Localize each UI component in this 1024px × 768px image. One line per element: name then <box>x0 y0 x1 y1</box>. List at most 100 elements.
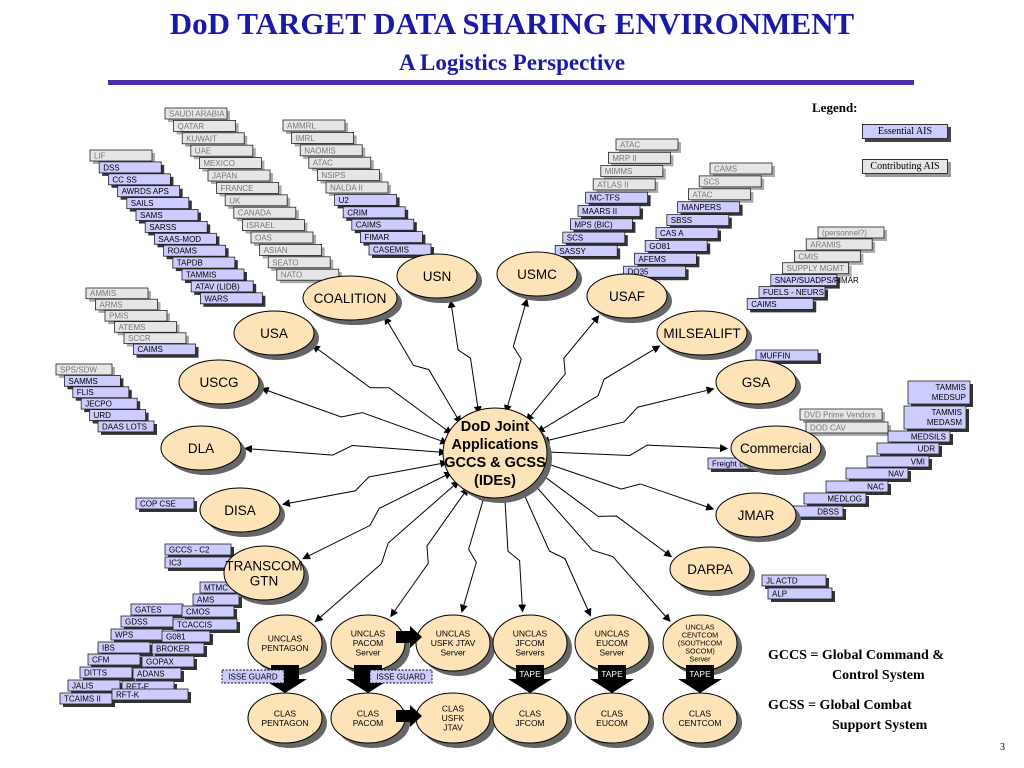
stack-transcom-low-cmos: CMOS <box>181 605 237 620</box>
node-milsealift-label: MILSEALIFT <box>663 326 740 341</box>
node-unclas-centcom-label: CENTCOM <box>682 631 718 640</box>
hub-label: (IDEs) <box>474 473 516 489</box>
arrow-hub-usa <box>311 344 453 435</box>
svg-text:AMMRL: AMMRL <box>287 122 316 131</box>
tape-jfcom: TAPE <box>508 665 552 693</box>
svg-text:FIMAR: FIMAR <box>364 233 389 242</box>
stack-jmar-vmi: VMI <box>866 455 932 470</box>
node-dla: DLA <box>160 425 246 475</box>
stack-usn-fimar: FIMAR <box>359 231 426 246</box>
svg-text:JAPAN: JAPAN <box>212 172 237 181</box>
svg-text:QATAR: QATAR <box>178 122 205 131</box>
svg-text:DO35: DO35 <box>628 268 649 277</box>
svg-text:DITTS: DITTS <box>84 669 107 678</box>
node-unclas-eucom-label: UNCLAS <box>595 629 630 639</box>
node-uscg: USCG <box>178 359 264 409</box>
svg-text:ALP: ALP <box>772 590 787 599</box>
stack-usn-nsips: NSIPS <box>316 169 383 184</box>
legend-contributing: Contributing AIS <box>862 159 948 174</box>
tape-jfcom-label: TAPE <box>519 669 541 679</box>
svg-text:DSS: DSS <box>103 163 119 172</box>
stack-coalition-israel: ISRAEL <box>241 219 308 234</box>
node-milsealift: MILSEALIFT <box>656 310 752 360</box>
stack-dla-samms: SAMMS <box>64 374 124 390</box>
arrow-hub-dla <box>243 444 447 457</box>
stack-coalition-saudi-arabia: SAUDI ARABIA <box>164 107 230 122</box>
stack-dla-jecpo: JECPO <box>80 397 141 413</box>
stack-usn-naomis: NAOMIS <box>299 144 366 159</box>
svg-text:TAMMIS: TAMMIS <box>935 383 966 392</box>
svg-text:ROAMS: ROAMS <box>168 247 197 256</box>
svg-text:CASEMIS: CASEMIS <box>373 246 409 255</box>
stack-jmar-medlog: MEDLOG <box>803 492 869 507</box>
stack-milsealift-snap-suadps-fimar: SNAP/SUADPS/FIMAR <box>770 274 859 289</box>
stack-transcom-low-ams: AMS <box>192 593 242 608</box>
arrow-hub-coalition <box>384 316 461 424</box>
svg-text:ARAMIS: ARAMIS <box>810 240 841 249</box>
node-darpa: DARPA <box>669 546 755 596</box>
svg-text:WARS: WARS <box>204 294 228 303</box>
stack-coalition-canada: CANADA <box>233 206 299 222</box>
page-number: 3 <box>1000 742 1005 753</box>
svg-text:NATO: NATO <box>281 271 302 280</box>
svg-text:NSIPS: NSIPS <box>321 171 345 180</box>
svg-text:NAV: NAV <box>888 470 905 479</box>
definition-gccs-term: GCCS = Global Command & <box>768 648 944 663</box>
node-clas-usfk-label: CLAS <box>442 704 465 714</box>
hub-label: GCCS & GCSS <box>444 455 546 471</box>
node-unclas-jfcom-label: JFCOM <box>515 638 544 648</box>
definition-gcss-term: GCSS = Global Combat <box>768 698 912 713</box>
svg-text:MEDSILS: MEDSILS <box>911 433 946 442</box>
stack-usn-imrl: IMRL <box>291 131 357 147</box>
stack-usn-u2: U2 <box>334 193 400 209</box>
svg-text:TAMMIS: TAMMIS <box>186 271 217 280</box>
stack-jmar-nac: NAC <box>825 480 891 495</box>
page-title: DoD TARGET DATA SHARING ENVIRONMENT <box>169 6 855 41</box>
stack-usaf-cams: CAMS <box>709 162 775 177</box>
stack-milsealift-caims: CAIMS <box>746 297 817 313</box>
svg-text:MEDSUP: MEDSUP <box>932 393 966 402</box>
definition-gcss: GCSS = Global Combat Support System <box>768 696 927 736</box>
svg-text:AWRDS APS: AWRDS APS <box>122 187 169 196</box>
svg-text:SBSS: SBSS <box>671 216 692 225</box>
stack-coalition-japan: JAPAN <box>207 169 273 184</box>
stack-usaf-cas-a: CAS A <box>655 227 721 242</box>
svg-text:SAMS: SAMS <box>140 211 163 220</box>
stack-transcom-low-cfm: CFM <box>87 653 143 668</box>
stack-usa-awrds-aps: AWRDS APS <box>117 185 183 200</box>
arrow-hub-unclas-jfcom <box>501 493 527 613</box>
stack-transcom-low-rft-k: RFT-K <box>111 688 191 703</box>
svg-text:CANADA: CANADA <box>238 209 272 218</box>
svg-text:ADANS: ADANS <box>137 670 165 679</box>
page-subtitle: A Logistics Perspective <box>398 50 626 75</box>
svg-text:CAIMS: CAIMS <box>751 300 776 309</box>
stack-usmc-scs: SCS <box>562 231 628 247</box>
node-usn-label: USN <box>423 269 452 284</box>
stack-dla-flis: FLIS <box>72 386 132 401</box>
svg-text:ATAV (LIDB): ATAV (LIDB) <box>195 282 240 291</box>
isse-guard-pacom: ISSE GUARD <box>369 669 433 684</box>
svg-text:SAMMS: SAMMS <box>68 377 97 386</box>
svg-text:ATAC: ATAC <box>313 159 333 168</box>
stack-transcom-low-wps: WPS <box>110 628 166 643</box>
legend-essential: Essential AIS <box>862 124 948 139</box>
stack-usa-saas-mod: SAAS-MOD <box>153 232 220 248</box>
node-unclas-centcom-label: (SOUTHCOM <box>678 639 722 648</box>
stack-milsealift-aramis: ARAMIS <box>805 238 876 253</box>
svg-text:SARSS: SARSS <box>149 223 176 232</box>
node-clas-centcom-label: CENTCOM <box>679 718 722 728</box>
stack-usmc-maars-ii: MAARS II <box>577 205 643 220</box>
svg-text:ATAC: ATAC <box>620 141 640 150</box>
svg-text:SAILS: SAILS <box>131 199 154 208</box>
svg-text:WPS: WPS <box>115 631 133 640</box>
stack-usa-atav-lidb: ATAV (LIDB) <box>190 280 257 295</box>
stack-dla-daas-lots: DAAS LOTS <box>97 420 157 435</box>
node-uscg-label: USCG <box>199 375 238 390</box>
